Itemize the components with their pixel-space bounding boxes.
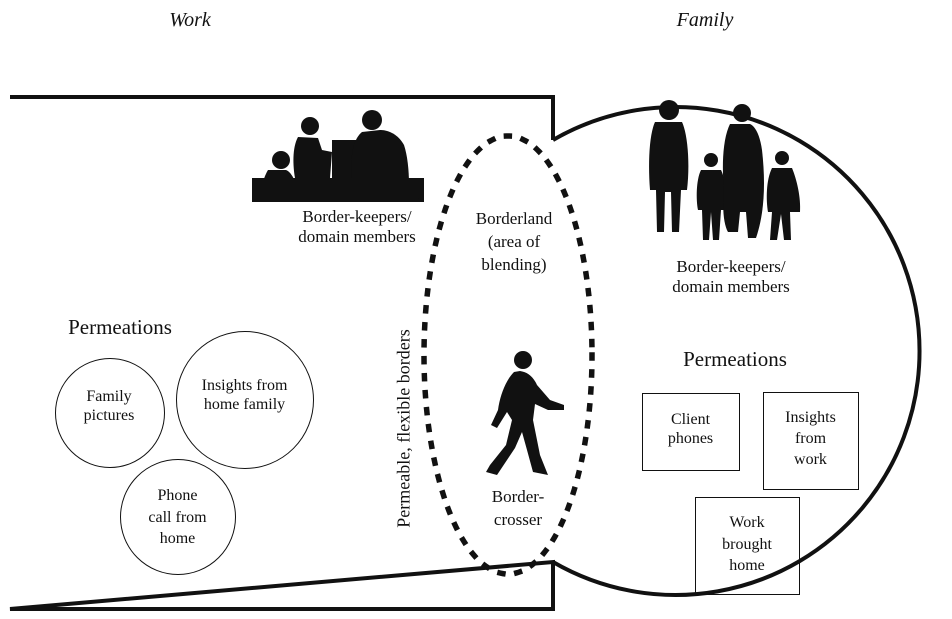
borderland-dotted-border xyxy=(421,133,595,577)
permeation-label: Work brought home xyxy=(722,514,772,575)
work-permeation-insights-home: Insights from home family xyxy=(176,331,314,469)
family-permeation-work-brought-home: Work brought home xyxy=(695,497,800,595)
work-permeation-family-pictures: Family pictures xyxy=(55,358,165,468)
permeation-label: Client phones xyxy=(667,411,714,448)
work-permeations-title: Permeations xyxy=(68,315,172,339)
family-permeations-title: Permeations xyxy=(683,347,787,371)
family-border-keepers-label: Border-keepers/ domain members xyxy=(672,257,790,297)
borderland-label: Borderland (area of blending) xyxy=(475,209,553,274)
work-domain-box xyxy=(9,95,555,611)
family-permeation-insights-work: Insights from work xyxy=(763,392,859,490)
work-heading: Work xyxy=(169,9,211,31)
walking-person-icon xyxy=(486,351,564,475)
family-silhouette-icon xyxy=(649,100,801,240)
permeation-label: Insights from home family xyxy=(201,377,288,414)
work-permeation-phone-call: Phone call from home xyxy=(120,459,236,575)
permeation-label: Insights from work xyxy=(785,409,836,468)
permeation-label: Phone call from home xyxy=(148,487,207,548)
work-border-keepers-label: Border-keepers/ domain members xyxy=(298,207,416,247)
permeable-borders-label: Permeable, flexible borders xyxy=(393,329,414,528)
family-heading: Family xyxy=(676,9,734,31)
family-domain-circle xyxy=(551,105,922,597)
family-permeation-client-phones: Client phones xyxy=(642,393,740,471)
permeation-label: Family pictures xyxy=(83,388,135,425)
office-workers-silhouette-icon xyxy=(252,110,424,202)
border-crosser-label: Border- crosser xyxy=(491,487,545,529)
